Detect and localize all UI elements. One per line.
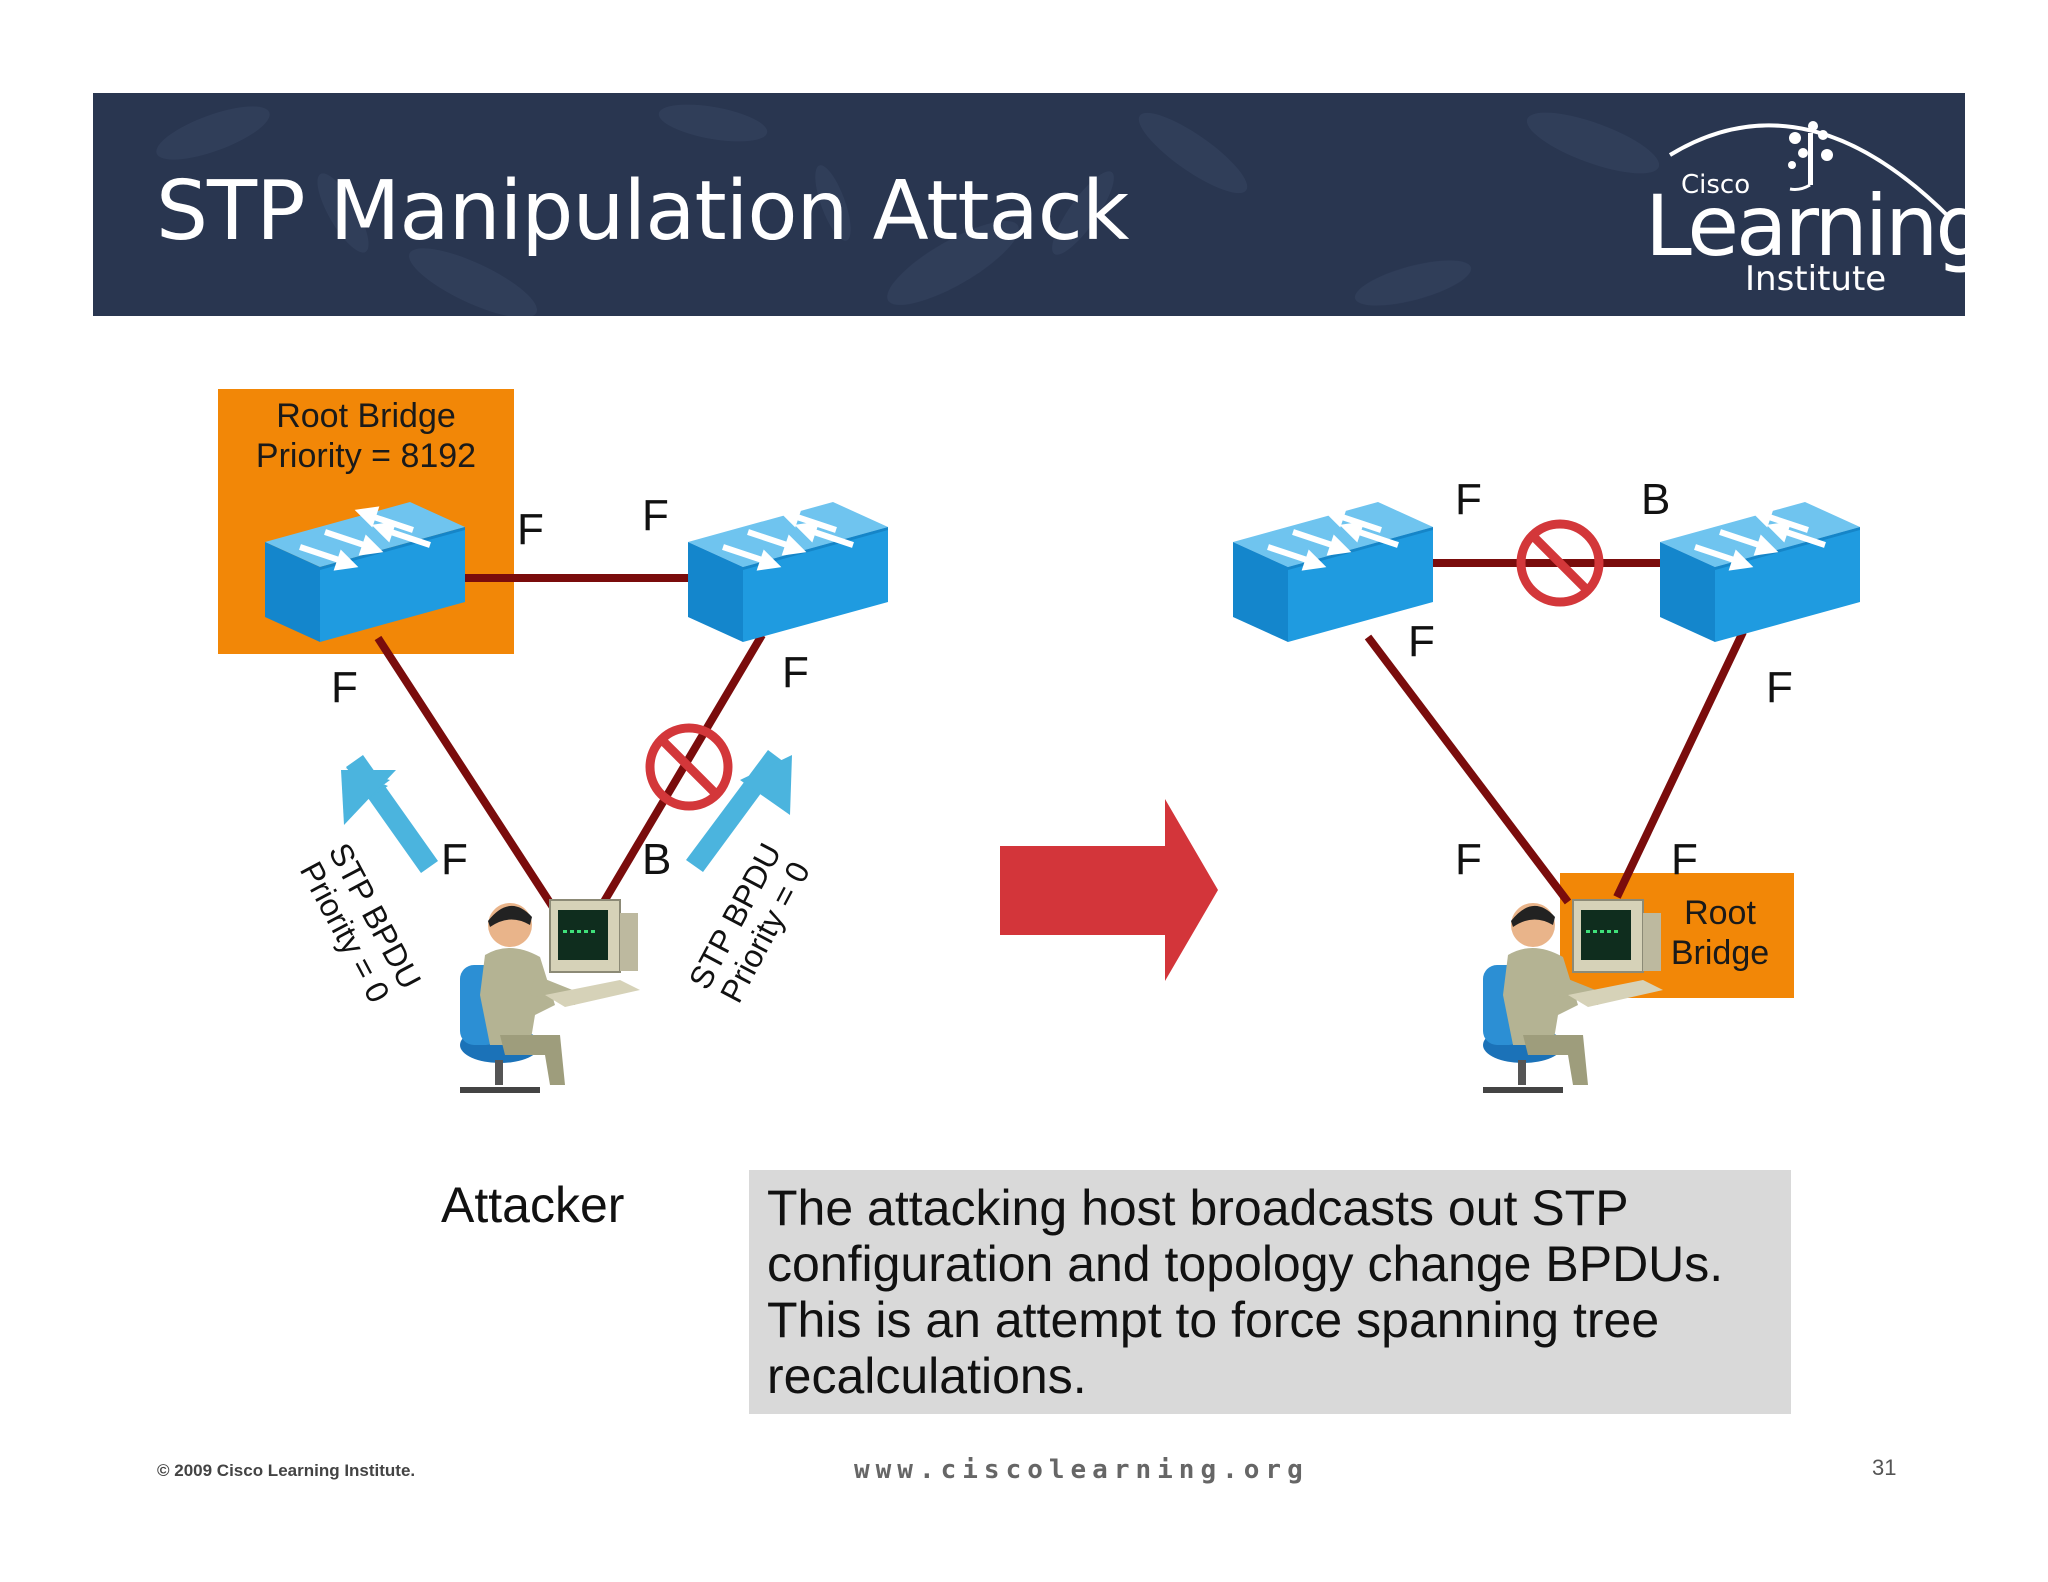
port-label: F (331, 663, 358, 712)
page-title: STP Manipulation Attack (156, 164, 1129, 259)
port-label: F (441, 835, 468, 884)
svg-text:Institute: Institute (1745, 259, 1886, 299)
tree-logo-icon (1788, 121, 1833, 191)
attacker-workstation-icon (1483, 900, 1663, 1090)
port-label: F (1455, 835, 1482, 884)
attacker-workstation-icon (460, 900, 640, 1090)
link-lines (374, 574, 766, 918)
port-label: F (782, 648, 809, 697)
svg-text:Learning: Learning (1645, 177, 1965, 275)
attacker-label: Attacker (441, 1177, 625, 1233)
port-label: F (517, 505, 544, 554)
switch-icon (1660, 502, 1860, 642)
transition-arrow-icon (1000, 799, 1218, 981)
port-label: F (1766, 663, 1793, 712)
bpdu-arrow-icon (686, 750, 792, 872)
explanation-callout: The attacking host broadcasts out STP co… (749, 1170, 1791, 1414)
port-label: F (642, 491, 669, 540)
footer-url: www.ciscolearning.org (854, 1455, 1309, 1485)
root-bridge-label: Root Bridge Priority = 8192 (255, 397, 477, 475)
header-background-pattern (156, 104, 1660, 316)
link-lines (1364, 559, 1747, 905)
port-label: B (1641, 475, 1671, 524)
cisco-learning-logo: Cisco Learning Institute (1645, 121, 1965, 299)
port-label: B (642, 835, 672, 884)
page-number: 31 (1872, 1455, 1897, 1480)
footer-copyright: © 2009 Cisco Learning Institute. (157, 1461, 416, 1480)
bpdu-arrow-icon (341, 755, 438, 873)
root-bridge-label: Root Bridge (1670, 894, 1770, 972)
port-label: F (1455, 475, 1482, 524)
port-label: F (1671, 835, 1698, 884)
switch-icon (688, 502, 888, 642)
svg-text:Cisco: Cisco (1681, 170, 1750, 200)
switch-icon (1233, 502, 1433, 642)
port-label: F (1408, 617, 1435, 666)
slide-header: STP Manipulation Attack Cisco Learning I… (93, 93, 1965, 316)
block-sign-icon (650, 728, 728, 806)
